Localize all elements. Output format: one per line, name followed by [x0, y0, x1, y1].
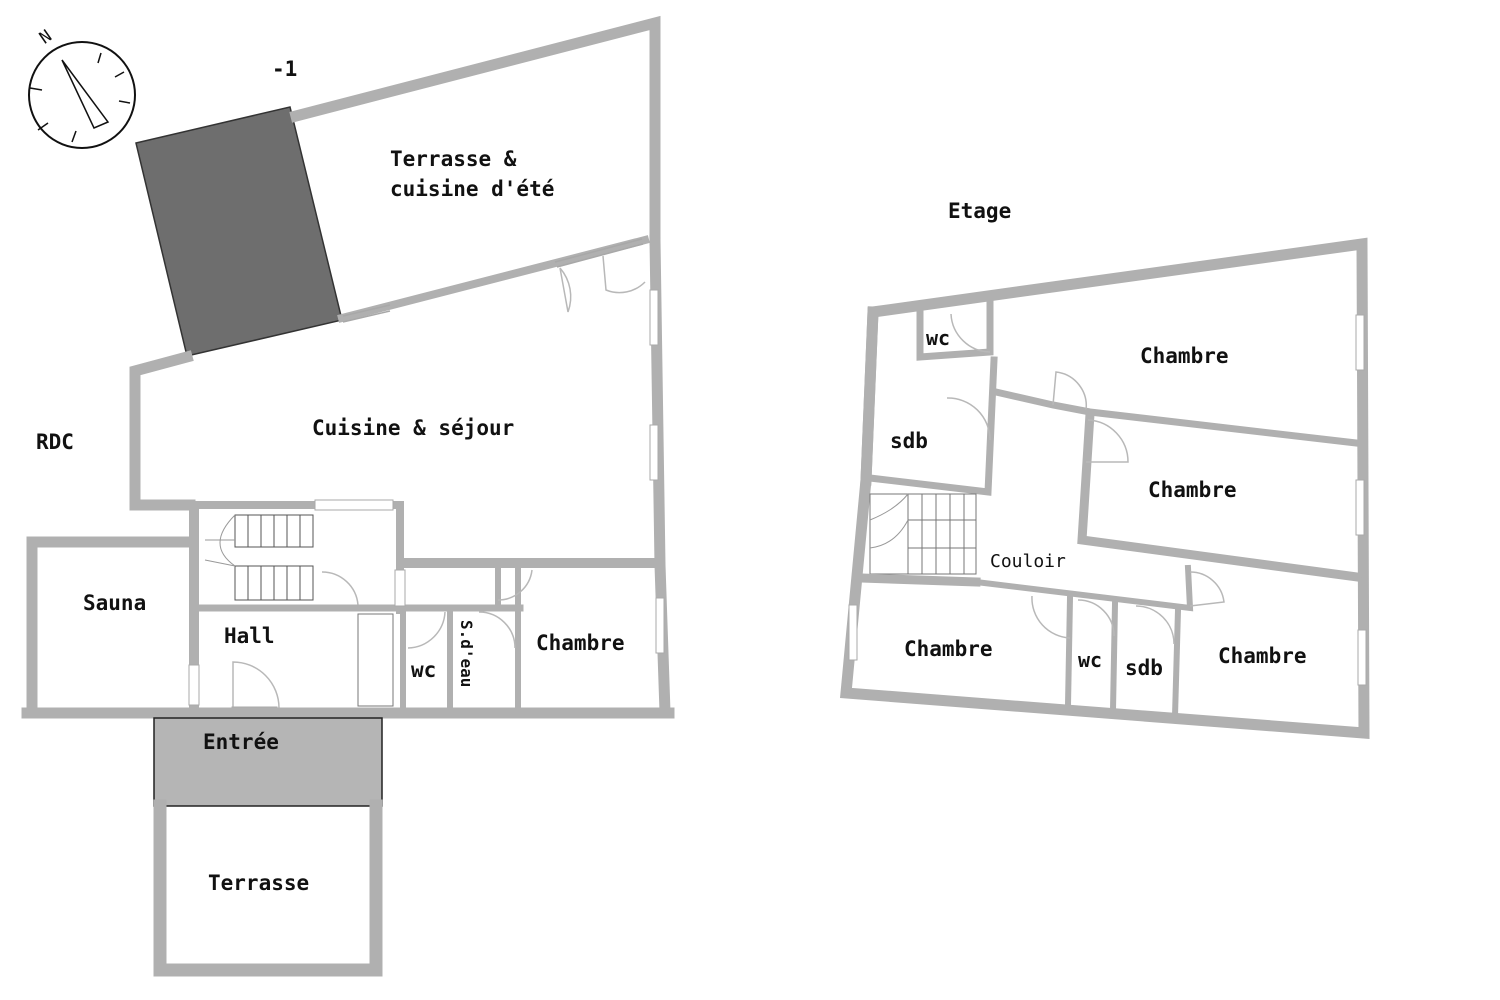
roof-block	[135, 106, 343, 357]
room-shower-label: S.d'eau	[457, 620, 476, 687]
room-wc-label: wc	[411, 658, 436, 682]
room-wc-bottom-label: wc	[1078, 648, 1102, 672]
room-bedroom-top-label: Chambre	[1140, 344, 1229, 368]
upper-floor-plan	[840, 237, 1370, 739]
ground-floor-plan	[21, 15, 675, 977]
room-bathroom-bottom-label: sdb	[1125, 656, 1163, 680]
room-bathroom-left-label: sdb	[890, 429, 928, 453]
level-upper-label: Etage	[948, 199, 1011, 223]
room-bedroom-ground-label: Chambre	[536, 631, 625, 655]
room-corridor-label: Couloir	[990, 551, 1066, 572]
room-summer-terrace-label-2: cuisine d'été	[390, 177, 554, 201]
room-hall-label: Hall	[224, 624, 275, 648]
room-kitchen-living-label: Cuisine & séjour	[312, 416, 514, 440]
room-bedroom-bottom-right-label: Chambre	[1218, 644, 1307, 668]
room-bedroom-bottom-left-label: Chambre	[904, 637, 993, 661]
compass-north-label: N	[36, 26, 56, 48]
level-basement-label: -1	[272, 57, 297, 81]
entrance-area	[153, 717, 383, 807]
room-summer-terrace-label-1: Terrasse &	[390, 147, 517, 171]
room-sauna-label: Sauna	[83, 591, 146, 615]
room-wc-upper-label: wc	[926, 326, 950, 350]
staircase-icon	[204, 514, 314, 601]
staircase-icon	[869, 493, 977, 575]
room-entrance-label: Entrée	[203, 730, 279, 754]
room-bedroom-middle-label: Chambre	[1148, 478, 1237, 502]
compass-rose-icon: N	[28, 26, 136, 149]
level-ground-label: RDC	[36, 430, 74, 454]
room-terrace-label: Terrasse	[208, 871, 309, 895]
